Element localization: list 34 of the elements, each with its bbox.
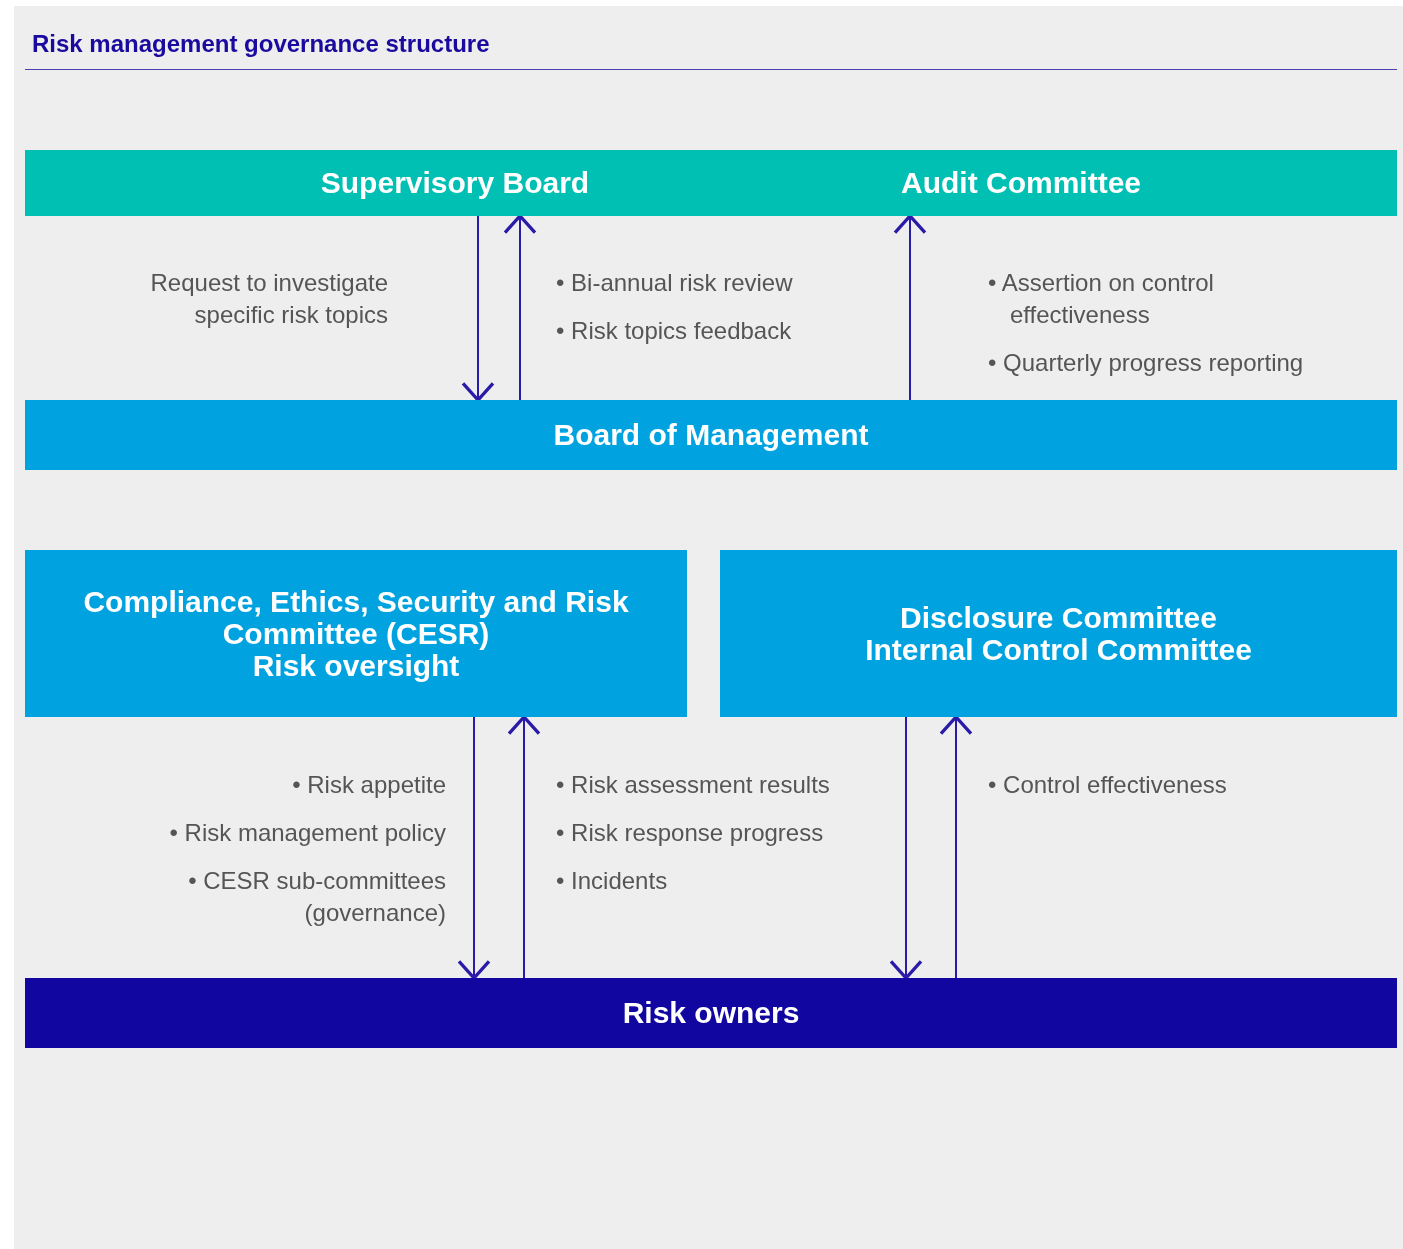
bullet-item: • Risk assessment results [556, 770, 831, 800]
bullet-item: • Control effectiveness [988, 770, 1228, 800]
governance-box [25, 150, 885, 216]
arrow [461, 215, 495, 402]
box-title: Compliance, Ethics, Security and Risk Committee (CESR) [82, 585, 630, 650]
arrow [939, 715, 973, 979]
bullet-item: • Incidents [556, 866, 669, 896]
governance-box [720, 550, 1397, 717]
bullet-item: • Risk topics feedback [556, 316, 793, 346]
bullet-item: • Risk response progress [556, 818, 825, 848]
arrow [507, 715, 541, 979]
arrow [893, 214, 927, 401]
arrow [457, 716, 491, 980]
box-title: Internal Control Committee [865, 633, 1252, 666]
bullet-item: • Bi-annual risk review [556, 268, 794, 298]
note-text: Request to investigate specific risk topics [149, 268, 388, 330]
box-title: Risk oversight [252, 649, 460, 682]
bullet-item: • CESR sub-committees (governance) [187, 866, 446, 928]
box-title: Board of Management [553, 419, 869, 451]
box-title: Risk owners [622, 997, 800, 1029]
arrow [889, 716, 923, 980]
box-title: Disclosure Committee [900, 601, 1217, 634]
governance-box [885, 150, 1397, 216]
diagram-title: Risk management governance structure [32, 29, 490, 59]
bullet-item: • Risk management policy [168, 818, 446, 848]
bullet-item: • Quarterly progress reporting [988, 348, 1305, 378]
box-title: Audit Committee [901, 167, 1141, 199]
governance-box [25, 978, 1397, 1048]
governance-box [25, 400, 1397, 470]
bullet-item: • Risk appetite [291, 770, 446, 800]
box-title: Supervisory Board [320, 167, 590, 199]
arrow [503, 214, 537, 401]
bullet-item: • Assertion on control effectiveness [988, 268, 1215, 330]
governance-box [25, 550, 687, 717]
